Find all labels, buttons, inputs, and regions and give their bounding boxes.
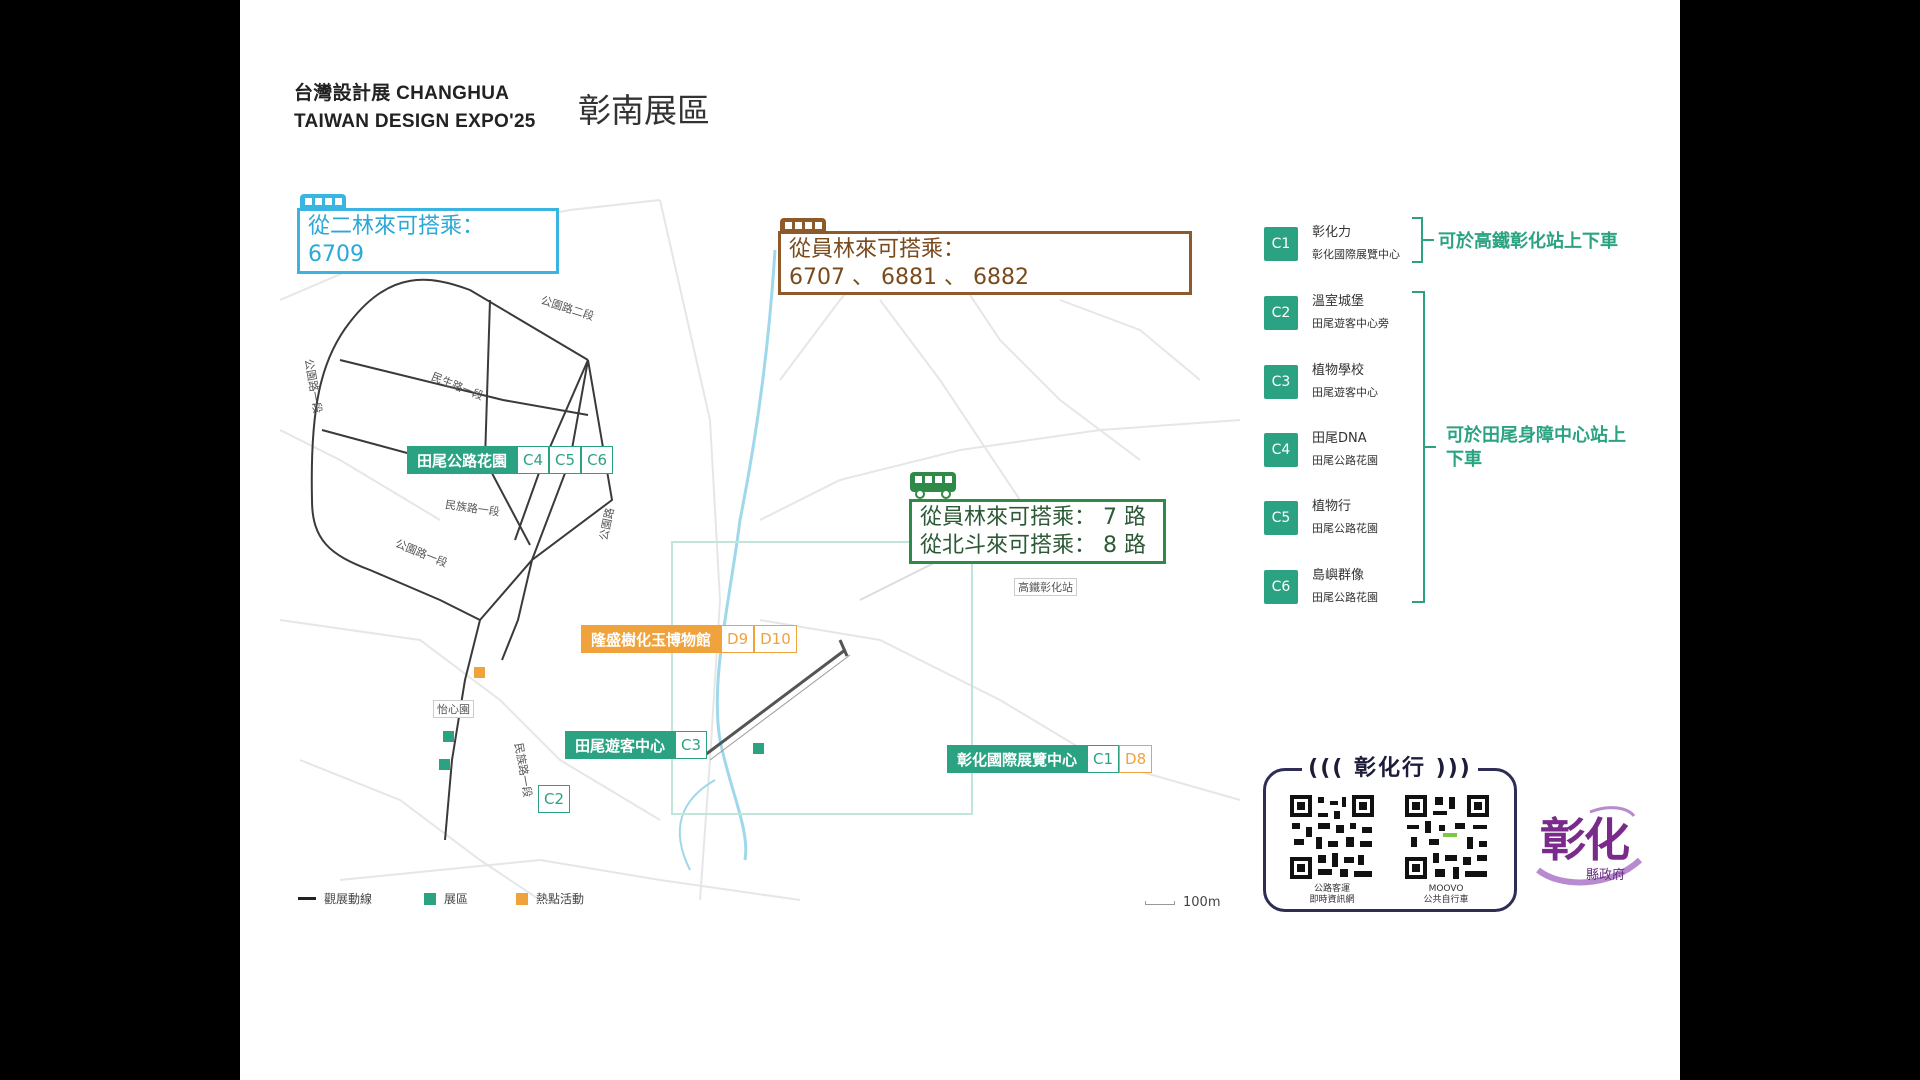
bus-info-erlin: 從二林來可搭乘： 6709: [297, 208, 559, 274]
venue-brackets: [1412, 217, 1436, 603]
county-government-logo-text: 彰化: [1540, 813, 1630, 867]
venue-badge: C1: [1264, 227, 1298, 261]
park-label: 怡心園: [433, 700, 474, 718]
venue-location: 田尾公路花園: [1312, 591, 1378, 604]
exhibit-marker: [753, 743, 764, 754]
legend-label: 觀展動線: [324, 892, 373, 906]
site-code: C1: [1087, 745, 1120, 773]
county-government-logo: [1536, 806, 1643, 886]
bus-info-line: 從二林來可搭乘：: [308, 214, 485, 239]
exhibit-marker: [439, 759, 450, 770]
venue-name: 彰化力: [1312, 225, 1352, 240]
background-streets: [279, 199, 1241, 901]
expo-title-line1: 台灣設計展 CHANGHUA: [294, 83, 510, 104]
site-code: C2: [538, 785, 571, 813]
exhibit-square-icon: [424, 892, 436, 905]
station-label: 高鐵彰化站: [1014, 578, 1077, 596]
route-roads: [310, 278, 614, 841]
venue-badge: C3: [1264, 365, 1298, 399]
qr-caption-line: 公路客運: [1313, 884, 1350, 894]
site-tag-visitor-center[interactable]: 田尾遊客中心 C3: [565, 731, 708, 759]
map-canvas: [279, 199, 1436, 901]
qr-caption-line: 即時資訊網: [1309, 895, 1355, 905]
bus-info-yuanlin: 從員林來可搭乘： 6707 、 6881 、 6882: [778, 231, 1192, 295]
venue-c2[interactable]: C2 溫室城堡田尾遊客中心旁: [1264, 293, 1389, 333]
site-code: D9: [721, 625, 755, 653]
qr-caption-line: 公共自行車: [1423, 895, 1469, 905]
venue-location: 田尾公路花園: [1312, 522, 1378, 535]
qr-code-icon[interactable]: [1403, 793, 1491, 881]
venue-location: 彰化國際展覽中心: [1312, 248, 1400, 261]
legend-route: 觀展動線: [298, 890, 372, 907]
bus-info-routes: 6707 、 6881 、 6882: [789, 265, 1029, 290]
venue-c4[interactable]: C4 田尾DNA 田尾公路花園: [1264, 430, 1378, 470]
venue-c3[interactable]: C3 植物學校田尾遊客中心: [1264, 362, 1378, 402]
qr-code-icon[interactable]: [1288, 793, 1376, 881]
slide: 台灣設計展 CHANGHUA TAIWAN DESIGN EXPO'25 彰南展…: [240, 0, 1680, 1080]
site-name: 田尾公路花園: [407, 446, 518, 474]
expo-title-line2: TAIWAN DESIGN EXPO'25: [294, 111, 536, 132]
site-tag-c2[interactable]: C2: [538, 785, 571, 813]
exhibit-marker: [443, 731, 454, 742]
site-name: 隆盛樹化玉博物館: [581, 625, 722, 653]
hsr-rail: [704, 648, 846, 757]
legend-label: 熱點活動: [536, 892, 585, 906]
tianwei-note-line: 下車: [1446, 449, 1482, 470]
venue-name: 溫室城堡: [1312, 294, 1365, 309]
site-code: D8: [1119, 745, 1153, 773]
venue-badge: C2: [1264, 296, 1298, 330]
tianwei-note: 可於田尾身障中心站上 下車: [1446, 424, 1626, 472]
venue-location: 田尾公路花園: [1312, 454, 1378, 467]
bus-info-line: 從員林來可搭乘：: [789, 237, 966, 262]
hsr-note: 可於高鐵彰化站上下車: [1438, 231, 1618, 252]
scale-bar: [1145, 900, 1175, 905]
venue-c5[interactable]: C5 植物行田尾公路花園: [1264, 498, 1378, 538]
venue-name: 田尾DNA: [1312, 431, 1367, 446]
site-tag-longsheng[interactable]: 隆盛樹化玉博物館 D9 D10: [581, 625, 797, 653]
site-code: C3: [675, 731, 708, 759]
county-government-label: 縣政府: [1586, 868, 1626, 883]
venue-location: 田尾遊客中心旁: [1312, 317, 1389, 330]
venue-c6[interactable]: C6 島嶼群像田尾公路花園: [1264, 567, 1378, 607]
venue-name: 植物行: [1312, 499, 1352, 514]
venue-c1[interactable]: C1 彰化力彰化國際展覽中心: [1264, 224, 1400, 264]
venue-location: 田尾遊客中心: [1312, 386, 1378, 399]
site-tag-changhua-expo[interactable]: 彰化國際展覽中心 C1 D8: [947, 745, 1153, 773]
venue-name: 島嶼群像: [1312, 568, 1365, 583]
site-code: C4: [517, 446, 550, 474]
bus-info-line: 從北斗來可搭乘： 8 路: [920, 533, 1146, 558]
venue-badge: C4: [1264, 433, 1298, 467]
venue-badge: C6: [1264, 570, 1298, 604]
bus-icon: [910, 472, 956, 499]
qr-caption-left: 公路客運 即時資訊網: [1287, 884, 1377, 906]
expo-title: 台灣設計展 CHANGHUA TAIWAN DESIGN EXPO'25: [294, 80, 536, 136]
area-title: 彰南展區: [578, 91, 710, 130]
bus-info-routes: 6709: [308, 242, 364, 267]
river: [715, 249, 777, 861]
bus-info-hsr: 從員林來可搭乘： 7 路 從北斗來可搭乘： 8 路: [909, 499, 1166, 564]
event-square-icon: [516, 892, 528, 905]
site-code: D10: [754, 625, 797, 653]
legend-exhibit: 展區: [424, 890, 468, 907]
scale-label: 100m: [1183, 895, 1221, 910]
site-tag-tianwei-park[interactable]: 田尾公路花園 C4 C5 C6: [407, 446, 614, 474]
legend-event: 熱點活動: [516, 890, 584, 907]
site-name: 彰化國際展覽中心: [947, 745, 1088, 773]
route-line-icon: [298, 897, 316, 900]
qr-caption-right: MOOVO 公共自行車: [1401, 884, 1491, 906]
qr-caption-line: MOOVO: [1428, 884, 1464, 894]
venue-badge: C5: [1264, 501, 1298, 535]
bus-info-line: 從員林來可搭乘： 7 路: [920, 505, 1146, 530]
event-marker: [474, 667, 485, 678]
site-code: C6: [581, 446, 614, 474]
hsr-area-frame: [671, 541, 973, 815]
site-name: 田尾遊客中心: [565, 731, 676, 759]
river-branch: [678, 779, 716, 871]
site-code: C5: [549, 446, 582, 474]
tianwei-note-line: 可於田尾身障中心站上: [1446, 425, 1626, 446]
qr-panel-title: ((( 彰化行 ))): [1302, 754, 1478, 784]
map-scale: 100m: [1145, 895, 1220, 910]
venue-name: 植物學校: [1312, 363, 1365, 378]
legend-label: 展區: [444, 892, 469, 906]
